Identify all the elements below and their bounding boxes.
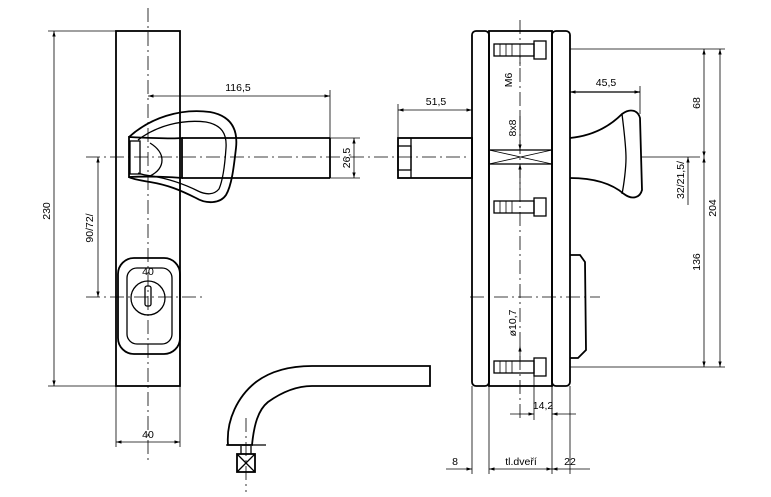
- key-escutcheon-inner: [126, 267, 173, 345]
- knob-body: [397, 137, 473, 179]
- handle-bottom-view: [226, 365, 431, 492]
- right-handle-flare: [569, 109, 643, 199]
- dim-handle-thickness-label: 26,5: [341, 148, 353, 169]
- screw-top-head: [533, 40, 547, 60]
- handle-rose-collar: [129, 140, 141, 175]
- right-handle-facet: [621, 113, 627, 195]
- dim-screw-thread-label: M6: [503, 73, 515, 88]
- dim-knob-projection-label: 45,5: [596, 77, 617, 89]
- key-cylinder: [130, 280, 166, 316]
- handle-side-profile: [226, 365, 431, 446]
- spindle-hatch-2: [488, 149, 553, 165]
- keyhole-slot: [144, 285, 152, 307]
- dim-square-spindle-label: 8x8: [507, 119, 519, 136]
- dim-spacing-label: 90/72/: [84, 213, 96, 242]
- side-dimensions: 51,5 M6 8x8 45,5 32/21,5/ 68 136 204 ø10…: [397, 48, 725, 474]
- dim-axis-to-bottom-label: 136: [691, 253, 703, 271]
- dim-bore-diameter-label: ø10,7: [507, 309, 519, 336]
- handle-body-outline: [128, 110, 238, 204]
- dim-side-offset-label: 14,2: [533, 400, 554, 412]
- screw-middle-head: [533, 197, 547, 217]
- dim-left-plate-label: 8: [452, 456, 458, 468]
- dim-top-to-axis-label: 68: [691, 97, 703, 109]
- dim-door-thickness-label: tl.dveří: [505, 456, 537, 468]
- dim-plate-width-label: 40: [142, 429, 154, 441]
- dim-plate-height-label: 230: [41, 202, 53, 220]
- door-section: [488, 30, 553, 387]
- key-escutcheon-outer: [117, 257, 181, 355]
- spindle-cross-2: [236, 453, 256, 473]
- right-cylinder-housing: [570, 254, 587, 359]
- dim-handle-length-label: 116,5: [225, 82, 251, 94]
- left-plate: [471, 30, 490, 387]
- dim-right-plate-label: 22: [564, 456, 576, 468]
- front-view: [86, 8, 470, 460]
- dim-knob-length-label: 51,5: [426, 96, 447, 108]
- front-dimensions: 230 90/72/ 116,5 26,5 40 40: [41, 30, 360, 447]
- dim-screw-spacing-label: 204: [707, 199, 719, 217]
- right-plate: [551, 30, 571, 387]
- knob-end-cap: [397, 145, 412, 171]
- handle-neck-curve: [149, 142, 163, 177]
- screw-bottom-head: [533, 357, 547, 377]
- square-spindle: [236, 453, 256, 473]
- dim-key-offset-label: 40: [142, 266, 154, 278]
- handle-body-inner: [137, 120, 227, 195]
- dim-knob-diameter-label: 32/21,5/: [675, 161, 687, 199]
- side-section-view: [397, 20, 643, 420]
